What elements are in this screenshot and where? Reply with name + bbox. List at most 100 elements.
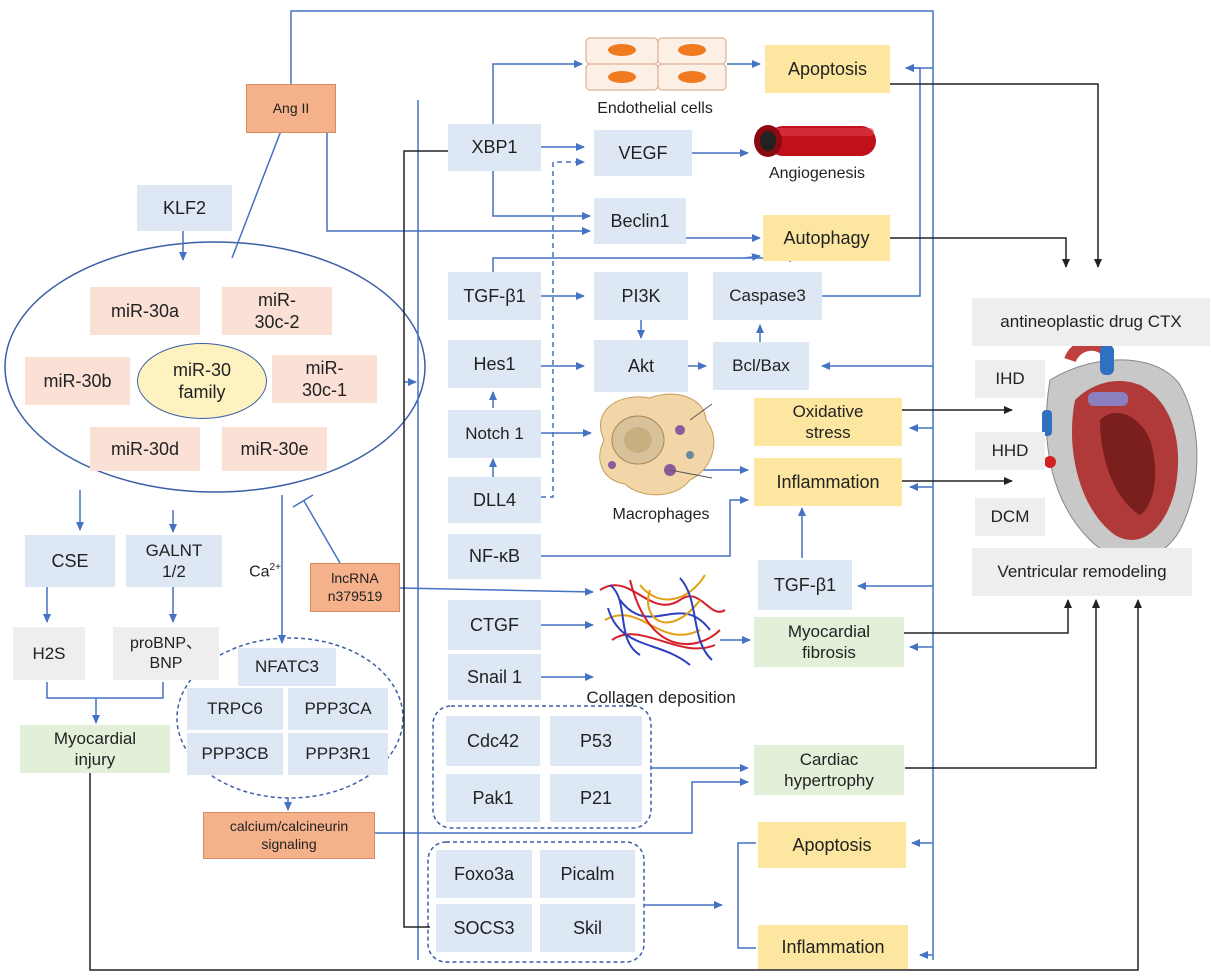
ang2-label: Ang II xyxy=(272,99,310,116)
klf2-label: KLF2 xyxy=(162,197,207,218)
picalm-node: Picalm xyxy=(540,850,635,898)
myocardial-fibrosis-label: Myocardial fibrosis xyxy=(787,621,871,662)
apoptosis-bottom-node: Apoptosis xyxy=(758,822,906,868)
beclin1-label: Beclin1 xyxy=(610,210,670,231)
caspase3-label: Caspase3 xyxy=(729,286,806,306)
akt-node: Akt xyxy=(594,340,688,392)
mir30a-label: miR-30a xyxy=(110,300,180,321)
picalm-label: Picalm xyxy=(560,863,615,884)
lncrna-label: lncRNA n379519 xyxy=(327,570,383,604)
mir30e-label: miR-30e xyxy=(240,438,309,459)
oxidative-stress-label: Oxidative stress xyxy=(792,401,864,442)
mir30c2-label: miR- 30c-2 xyxy=(254,289,300,333)
calcineurin-cluster-ellipse xyxy=(176,637,404,799)
apoptosis-cluster-box xyxy=(427,841,645,963)
bclbax-node: Bcl/Bax xyxy=(713,342,809,390)
endothelial-cells-image xyxy=(585,37,727,91)
macrophages-caption: Macrophages xyxy=(612,506,710,523)
hypertrophy-cluster-box xyxy=(432,705,652,829)
skil-node: Skil xyxy=(540,904,635,952)
notch1-node: Notch 1 xyxy=(448,410,541,458)
p53-label: P53 xyxy=(579,730,613,751)
calcium-ion-label: Ca2+ xyxy=(249,562,281,581)
dll4-node: DLL4 xyxy=(448,477,541,523)
inflammation-bottom-node: Inflammation xyxy=(758,925,908,969)
myocardial-injury-node: Myocardial injury xyxy=(20,725,170,773)
mir30c1-label: miR- 30c-1 xyxy=(301,357,348,401)
endothelial-cells-caption: Endothelial cells xyxy=(597,100,713,117)
xbp1-label: XBP1 xyxy=(471,137,518,158)
antineoplastic-label: antineoplastic drug CTX xyxy=(1000,312,1182,332)
p21-node: P21 xyxy=(550,774,642,822)
probnp-label: proBNP、 BNP xyxy=(129,634,203,672)
pak1-node: Pak1 xyxy=(446,774,540,822)
autophagy-node: Autophagy xyxy=(763,215,890,261)
ang2-node: Ang II xyxy=(246,84,336,133)
hes1-label: Hes1 xyxy=(473,353,516,374)
hhd-node: HHD xyxy=(975,432,1045,470)
macrophage-image xyxy=(599,393,715,496)
trpc6-node: TRPC6 xyxy=(187,688,283,730)
tgfb1-top-label: TGF-β1 xyxy=(463,285,526,306)
snail1-node: Snail 1 xyxy=(448,654,541,700)
inflammation-mid-label: Inflammation xyxy=(776,471,880,492)
ihd-node: IHD xyxy=(975,360,1045,398)
nfkb-label: NF-κB xyxy=(469,546,520,567)
probnp-node: proBNP、 BNP xyxy=(113,627,219,680)
myocardial-injury-label: Myocardial injury xyxy=(53,728,137,769)
mir30e-node: miR-30e xyxy=(222,427,327,471)
calcium-signaling-node: calcium/calcineurin signaling xyxy=(203,812,375,859)
calcium-signaling-label: calcium/calcineurin signaling xyxy=(229,818,349,852)
apoptosis-top-label: Apoptosis xyxy=(787,58,868,79)
dll4-label: DLL4 xyxy=(472,489,517,510)
h2s-node: H2S xyxy=(13,627,85,680)
nfkb-node: NF-κB xyxy=(448,534,541,579)
trpc6-label: TRPC6 xyxy=(207,699,263,719)
mir30b-node: miR-30b xyxy=(25,357,130,405)
akt-label: Akt xyxy=(627,355,654,376)
ventricular-remodeling-node: Ventricular remodeling xyxy=(972,548,1192,596)
skil-label: Skil xyxy=(572,917,602,938)
cardiac-hypertrophy-label: Cardiac hypertrophy xyxy=(784,749,874,790)
mir30-family-label: miR-30 family xyxy=(172,359,231,403)
caspase3-node: Caspase3 xyxy=(713,272,822,320)
dcm-node: DCM xyxy=(975,498,1045,536)
heart-image xyxy=(1042,338,1198,561)
beclin1-node: Beclin1 xyxy=(594,198,686,244)
pi3k-label: PI3K xyxy=(621,285,661,306)
cdc42-node: Cdc42 xyxy=(446,716,540,766)
xbp1-node: XBP1 xyxy=(448,124,541,171)
hes1-node: Hes1 xyxy=(448,340,541,388)
nfatc3-label: NFATC3 xyxy=(255,657,319,677)
bclbax-label: Bcl/Bax xyxy=(732,356,790,376)
ppp3ca-label: PPP3CA xyxy=(304,699,372,719)
ppp3cb-node: PPP3CB xyxy=(187,733,283,775)
notch1-label: Notch 1 xyxy=(465,424,524,444)
collagen-deposition-caption: Collagen deposition xyxy=(586,688,736,707)
vegf-label: VEGF xyxy=(618,142,668,163)
ventricular-remodeling-label: Ventricular remodeling xyxy=(997,562,1167,582)
cse-label: CSE xyxy=(51,550,89,571)
collagen-image xyxy=(599,574,726,666)
tgfb1-mid-node: TGF-β1 xyxy=(758,560,852,610)
galnt-label: GALNT 1/2 xyxy=(145,540,203,581)
hhd-label: HHD xyxy=(991,441,1029,461)
vegf-node: VEGF xyxy=(594,130,692,176)
dcm-label: DCM xyxy=(990,507,1030,527)
apoptosis-bottom-label: Apoptosis xyxy=(792,834,872,855)
ctgf-label: CTGF xyxy=(470,614,519,635)
tgfb1-top-node: TGF-β1 xyxy=(448,272,541,320)
socs3-label: SOCS3 xyxy=(453,917,515,938)
tgfb1-mid-label: TGF-β1 xyxy=(773,574,837,595)
p21-label: P21 xyxy=(579,787,613,808)
snail1-label: Snail 1 xyxy=(466,666,523,687)
pak1-label: Pak1 xyxy=(472,787,514,808)
mir30c1-node: miR- 30c-1 xyxy=(272,355,377,403)
mir30d-label: miR-30d xyxy=(110,438,180,459)
foxo3a-label: Foxo3a xyxy=(453,863,515,884)
ppp3cb-label: PPP3CB xyxy=(201,744,269,764)
mir30-family-node: miR-30 family xyxy=(137,343,267,419)
mir30-cluster-ellipse xyxy=(4,241,426,493)
inflammation-bottom-label: Inflammation xyxy=(781,936,885,957)
